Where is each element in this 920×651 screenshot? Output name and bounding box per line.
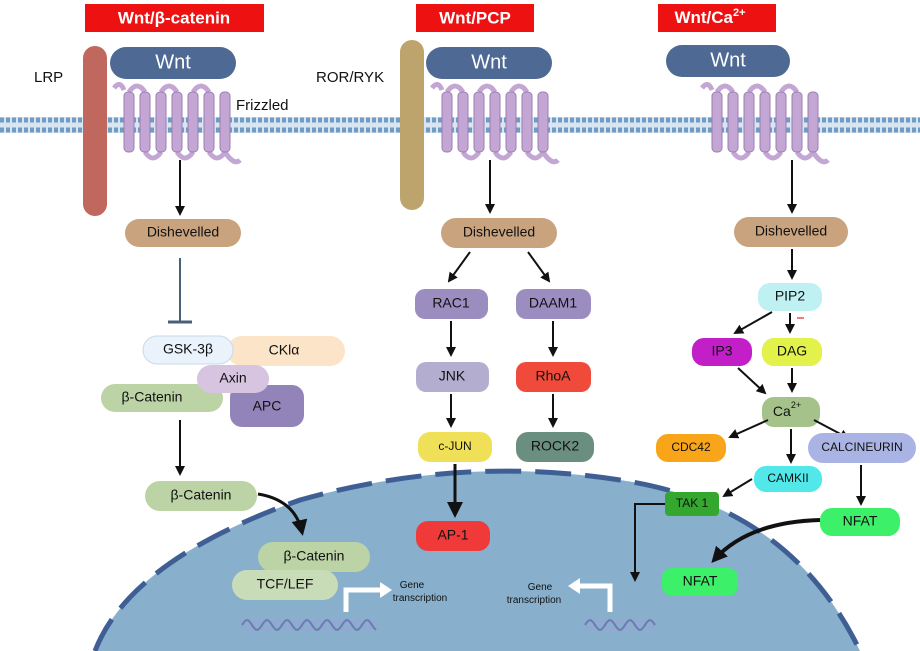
svg-text:CKlα: CKlα [269,342,300,358]
nucleus [92,468,863,651]
tcf-lef: TCF/LEF [232,570,338,600]
daam1: DAAM1 [516,289,591,319]
frizzled-receptor-pcp [430,82,560,165]
dishevelled-calcium: Dishevelled [734,217,848,247]
svg-text:TCF/LEF: TCF/LEF [257,576,314,592]
transcription-arrow-canonical [343,582,392,612]
svg-text:NFAT: NFAT [843,513,878,529]
svg-text:TAK 1: TAK 1 [676,496,709,510]
destruction-complex: CKlα GSK-3β APC β-Catenin Axin [101,335,345,427]
svg-text:Wnt: Wnt [710,49,746,71]
cdc42: CDC42 [656,434,726,462]
ap-1: AP-1 [416,521,490,551]
ror-ryk-coreceptor [400,40,424,210]
svg-text:AP-1: AP-1 [437,527,468,543]
svg-text:CAMKII: CAMKII [767,471,808,485]
svg-text:PIP2: PIP2 [775,288,806,304]
title-calcium: Wnt/Ca2+ [658,4,776,32]
dishevelled-canonical: Dishevelled [125,219,241,247]
svg-text:Wnt/Ca2+: Wnt/Ca2+ [674,7,745,28]
svg-text:GSK-3β: GSK-3β [163,341,213,357]
dishevelled-pcp: Dishevelled [441,218,557,248]
nfat-nucleus: NFAT [662,568,738,596]
calcium-ion: Ca2+ [762,397,820,427]
svg-text:CALCINEURIN: CALCINEURIN [821,440,902,454]
svg-text:IP3: IP3 [711,343,732,359]
dag: DAG [762,338,822,366]
calcineurin: CALCINEURIN [808,433,916,463]
frizzled-receptor-canonical [112,82,242,165]
jnk: JNK [416,362,489,392]
svg-text:RAC1: RAC1 [432,295,470,311]
ror-ryk-label: ROR/RYK [316,69,384,86]
svg-text:JNK: JNK [439,368,466,384]
svg-text:Ca2+: Ca2+ [773,400,801,418]
wnt-ligand-canonical: Wnt [110,47,236,79]
inhibition-line [168,258,192,324]
title-pcp: Wnt/PCP [416,4,534,32]
wnt-ligand-pcp: Wnt [426,47,552,79]
svg-text:ROCK2: ROCK2 [531,438,579,454]
c-jun: c-JUN [418,432,492,462]
svg-text:Wnt/β-catenin: Wnt/β-catenin [118,8,230,27]
svg-text:Dishevelled: Dishevelled [463,224,535,240]
svg-text:APC: APC [253,398,282,414]
svg-text:DAG: DAG [777,343,807,359]
lrp-label: LRP [34,69,63,86]
svg-text:β-Catenin: β-Catenin [171,487,232,503]
tak1: TAK 1 [665,492,719,516]
svg-text:DAAM1: DAAM1 [529,295,577,311]
bcatenin-cytoplasm: β-Catenin [145,481,257,511]
title-canonical: Wnt/β-catenin [85,4,264,32]
svg-text:RhoA: RhoA [535,368,571,384]
svg-text:β-Catenin: β-Catenin [122,389,183,405]
rac1: RAC1 [415,289,488,319]
dna-helix-canonical [241,619,377,631]
wnt-ligand-calcium: Wnt [666,45,790,77]
svg-text:Dishevelled: Dishevelled [147,224,219,240]
frizzled-receptor-calcium [700,82,830,165]
bcatenin-nucleus: β-Catenin [258,542,370,572]
svg-text:Dishevelled: Dishevelled [755,223,827,239]
svg-text:NFAT: NFAT [683,573,718,589]
lrp-coreceptor [83,46,107,216]
svg-text:c-JUN: c-JUN [438,439,471,453]
svg-text:Axin: Axin [219,370,246,386]
svg-text:Wnt: Wnt [155,51,191,73]
rock2: ROCK2 [516,432,594,462]
transcription-arrow-pcp [568,578,613,612]
ip3: IP3 [692,338,752,366]
nfat-cytoplasm: NFAT [820,508,900,536]
svg-text:Wnt/PCP: Wnt/PCP [439,8,511,27]
camkii: CAMKII [754,466,822,492]
rhoa: RhoA [516,362,591,392]
svg-text:CDC42: CDC42 [671,440,711,454]
pip2: PIP2 [758,283,822,311]
frizzled-label: Frizzled [236,97,289,114]
svg-text:β-Catenin: β-Catenin [284,548,345,564]
svg-text:Wnt: Wnt [471,51,507,73]
dna-helix-pcp [584,619,656,631]
